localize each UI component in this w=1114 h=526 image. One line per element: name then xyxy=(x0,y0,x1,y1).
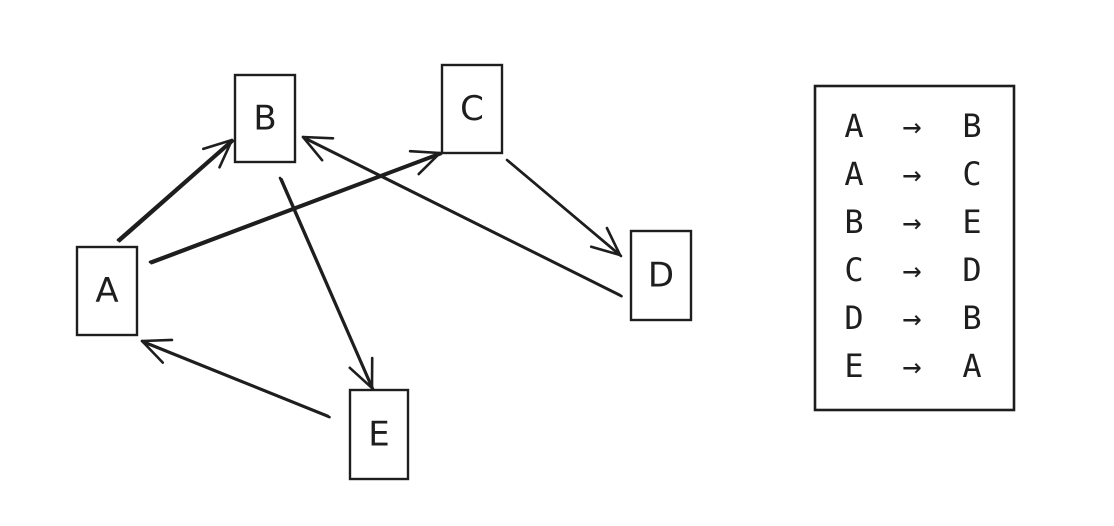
legend-from: E xyxy=(844,347,863,385)
legend-box xyxy=(813,84,1016,412)
arrowhead xyxy=(408,149,442,176)
node-box xyxy=(233,73,297,164)
edge-d-to-b xyxy=(301,135,623,298)
edge-c-to-d xyxy=(505,158,623,258)
legend-arrow-icon: → xyxy=(902,251,921,289)
legend-to: D xyxy=(962,251,981,289)
legend-row: E → A xyxy=(844,347,981,385)
edge-a-to-c xyxy=(148,149,443,265)
edge-e-to-a xyxy=(140,338,331,419)
legend-from: C xyxy=(844,251,863,289)
node-label: E xyxy=(368,415,389,455)
legend-to: B xyxy=(962,107,981,145)
legend-row: B → E xyxy=(844,203,981,241)
edge-line xyxy=(116,138,234,242)
legend-row: D → B xyxy=(844,299,981,337)
legend-from: D xyxy=(844,299,863,337)
node-label: C xyxy=(460,89,484,129)
arrowhead xyxy=(140,338,174,364)
node-box xyxy=(75,245,139,337)
legend-arrow-icon: → xyxy=(902,347,921,385)
node-box xyxy=(440,63,504,155)
edge-line-sketch xyxy=(507,159,623,258)
legend-arrow-icon: → xyxy=(902,107,921,145)
legend-arrow-icon: → xyxy=(902,155,921,193)
legend-from: A xyxy=(844,107,863,145)
edge-line-sketch xyxy=(118,139,235,243)
edge-legend: A→BA→CB→EC→DD→BE→A xyxy=(813,84,1016,412)
legend-arrow-icon: → xyxy=(902,299,921,337)
edge-b-to-e xyxy=(278,176,375,391)
edges-layer xyxy=(116,135,623,419)
legend-to: A xyxy=(962,347,981,385)
legend-to: B xyxy=(962,299,981,337)
legend-from: B xyxy=(844,203,863,241)
arrowhead xyxy=(202,138,234,169)
legend-row: A → C xyxy=(844,155,981,193)
legend-to: E xyxy=(962,203,981,241)
legend-to: C xyxy=(962,155,981,193)
node-e: E xyxy=(348,388,410,481)
edge-line-sketch xyxy=(302,136,623,298)
node-b: B xyxy=(233,73,297,164)
node-label: B xyxy=(253,99,276,139)
edge-line-sketch xyxy=(141,340,331,419)
legend-arrow-icon: → xyxy=(902,203,921,241)
node-d: D xyxy=(629,229,693,322)
legend-row: C → D xyxy=(844,251,981,289)
legend-row: A → B xyxy=(844,107,981,145)
edge-a-to-b xyxy=(116,138,235,243)
node-c: C xyxy=(440,63,504,155)
arrowhead xyxy=(348,356,374,390)
legend-from: A xyxy=(844,155,863,193)
edge-line-sketch xyxy=(150,152,443,265)
node-box xyxy=(348,388,410,481)
legend-rows: A→BA→CB→EC→DD→BE→A xyxy=(844,107,981,385)
node-label: D xyxy=(648,256,674,296)
arrowhead xyxy=(589,226,622,257)
nodes-layer: A B C D E xyxy=(75,63,693,481)
arrowhead xyxy=(301,135,335,162)
node-a: A xyxy=(75,245,139,337)
node-box xyxy=(629,229,693,322)
edge-line-sketch xyxy=(280,177,375,391)
node-label: A xyxy=(95,271,118,311)
